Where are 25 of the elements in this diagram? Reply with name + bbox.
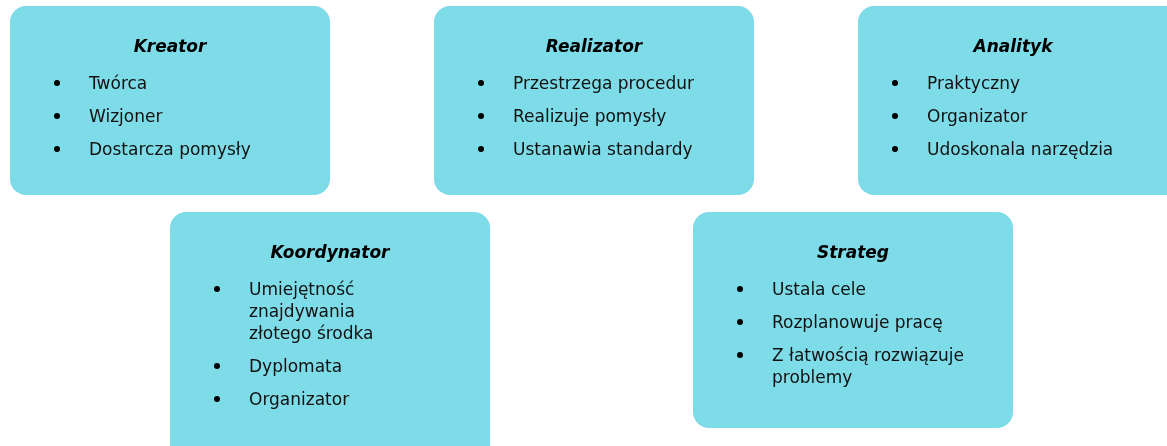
bullet-item: Realizuje pomysły: [513, 106, 667, 126]
role-card: [10, 6, 330, 195]
role-card: [693, 212, 1013, 428]
bullet-item: Z łatwością rozwiązuje problemy: [772, 345, 964, 387]
card-heading: Strateg: [816, 242, 890, 262]
bullet-item: Wizjoner: [89, 106, 163, 126]
bullet-item: Udoskonala narzędzia: [927, 139, 1114, 159]
card-heading: Realizator: [545, 36, 643, 56]
bullet-item: Umiejętność znajdywania złotego środka: [249, 279, 374, 343]
bullet-item: Dostarcza pomysły: [89, 139, 251, 159]
role-card: [170, 212, 490, 446]
bullet-item: Praktyczny: [927, 73, 1021, 93]
bullet-item: Dyplomata: [249, 356, 343, 376]
bullet-item: Organizator: [249, 389, 350, 409]
card-heading: Analityk: [973, 36, 1053, 56]
card-heading: Koordynator: [270, 242, 390, 262]
bullet-item: Ustala cele: [772, 279, 866, 299]
bullet-item: Twórca: [89, 73, 148, 93]
bullet-item: Rozplanowuje pracę: [772, 312, 943, 332]
bullet-item: Przestrzega procedur: [513, 73, 694, 93]
bullet-item: Ustanawia standardy: [513, 139, 693, 159]
bullet-item: Organizator: [927, 106, 1028, 126]
card-heading: Kreator: [133, 36, 207, 56]
role-card: [858, 6, 1167, 195]
role-card: [434, 6, 754, 195]
